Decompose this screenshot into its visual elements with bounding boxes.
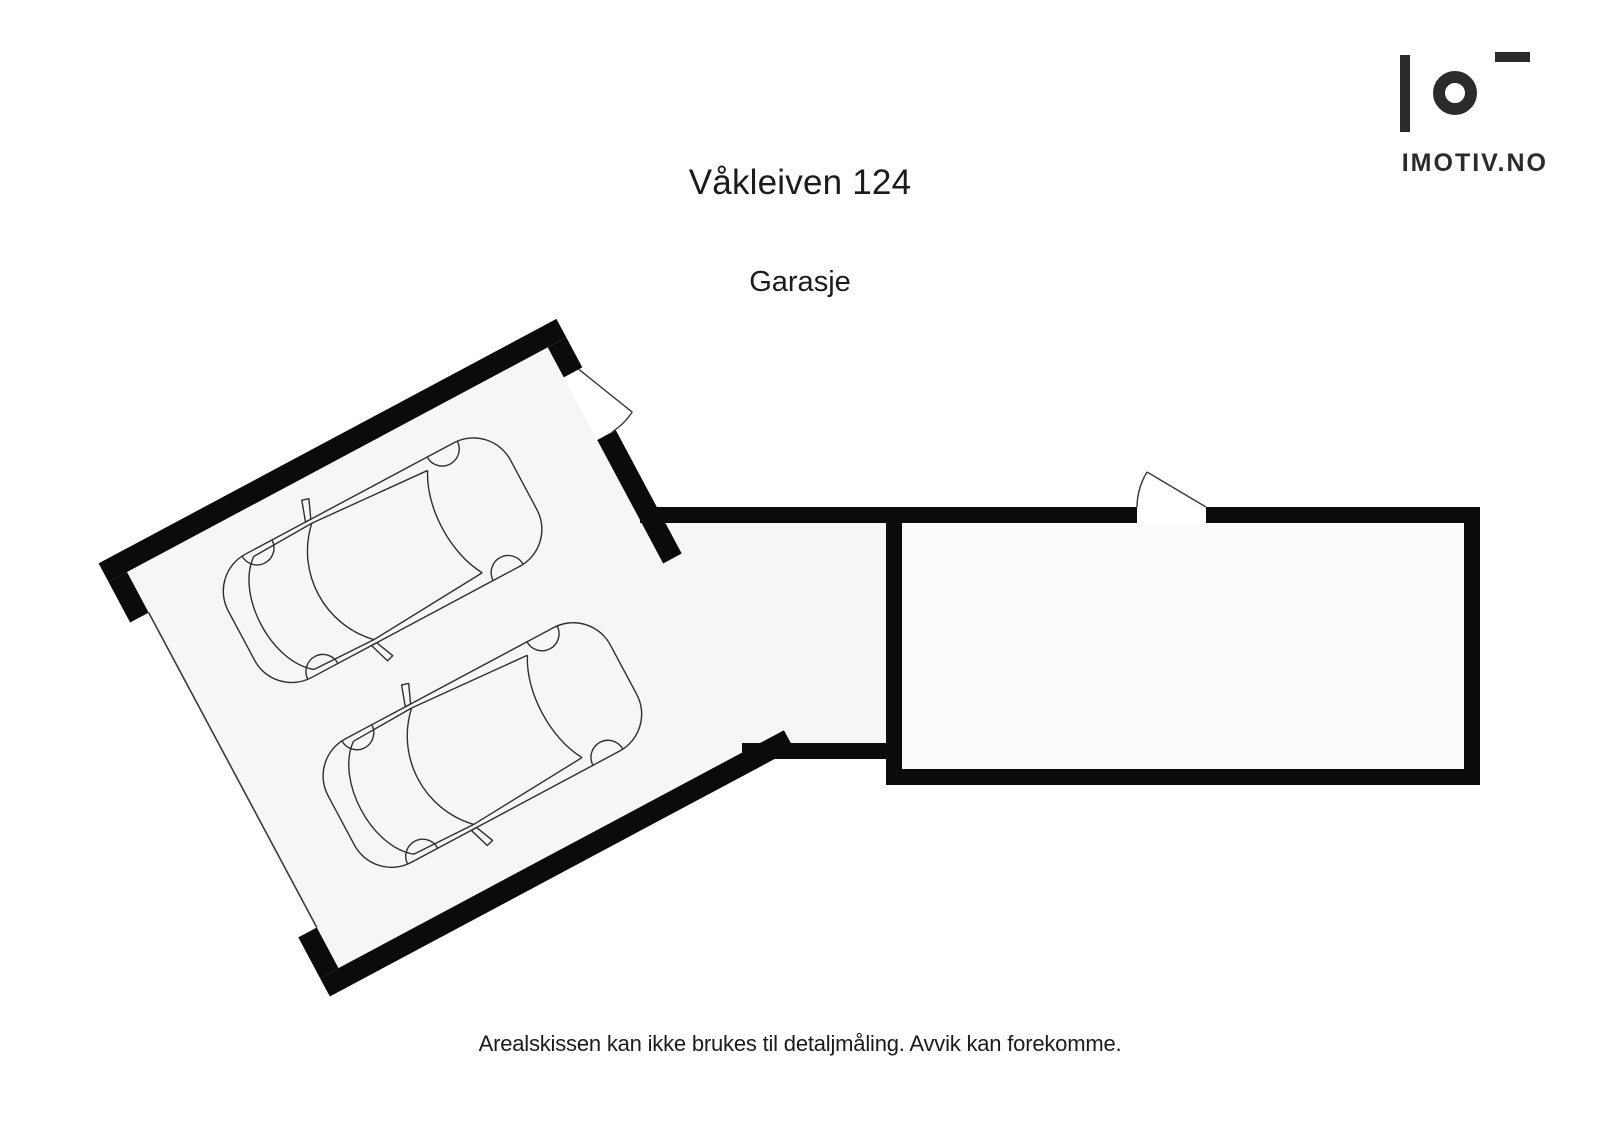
page-title: Våkleiven 124 — [688, 163, 912, 202]
garage-wall-nw — [98, 318, 567, 582]
logo-bar-icon — [1400, 55, 1410, 132]
page-subtitle: Garasje — [749, 266, 851, 298]
room-door — [1136, 471, 1207, 508]
room-wall-bottom — [886, 769, 1480, 785]
garage-entry-door — [578, 368, 633, 433]
disclaimer-text: Arealskissen kan ikke brukes til detaljm… — [478, 1031, 1122, 1056]
room-wall-top-right — [1206, 507, 1480, 523]
garage-wall-ne — [597, 430, 682, 564]
logo-mark-icon — [1400, 52, 1530, 132]
garage-wall-stub-w — [108, 572, 149, 623]
garage-opening-line — [147, 612, 318, 928]
logo: IMOTIV.NO — [1380, 48, 1550, 178]
logo-ring-icon — [1433, 71, 1477, 115]
garage-wall-ne-stub — [547, 337, 583, 378]
room-floor — [902, 523, 1464, 769]
garage — [98, 318, 794, 997]
room-wall-right — [1464, 507, 1480, 785]
corridor-wall-bottom — [742, 743, 902, 759]
garage-wall-stub-s — [298, 927, 339, 978]
garage-wall-se — [319, 730, 794, 997]
garage-floor — [127, 347, 902, 969]
logo-text: IMOTIV.NO — [1401, 149, 1548, 177]
room-wall-left — [886, 507, 902, 785]
room-wall-top-left — [886, 507, 1137, 523]
corridor-wall-top — [640, 507, 902, 523]
logo-dash-icon — [1495, 52, 1530, 62]
room-walls — [886, 507, 1480, 785]
